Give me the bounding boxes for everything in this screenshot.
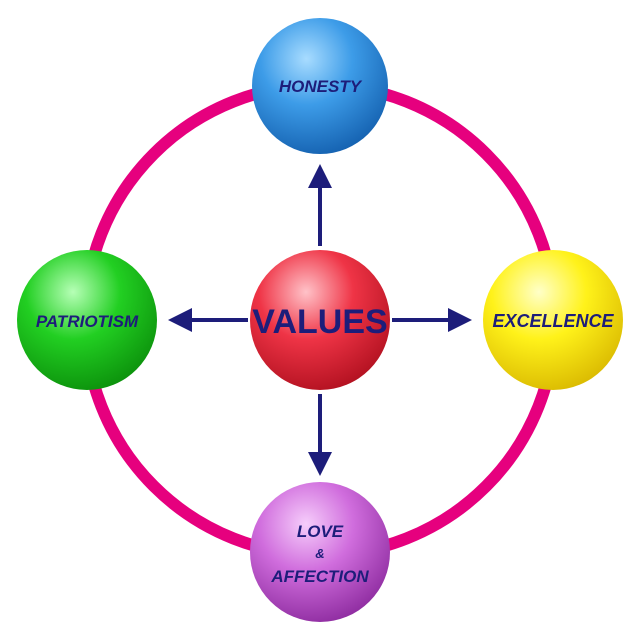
node-love-line2: & (315, 546, 324, 561)
node-values: VALUES (250, 250, 390, 390)
node-honesty: HONESTY (252, 18, 388, 154)
node-honesty-label: HONESTY (279, 77, 363, 96)
node-patriotism-circle (17, 250, 157, 390)
node-love-affection-circle (250, 482, 390, 622)
node-honesty-circle (252, 18, 388, 154)
node-values-circle (250, 250, 390, 390)
node-excellence: EXCELLENCE (483, 250, 623, 390)
arrows (168, 164, 472, 476)
node-love-line3: AFFECTION (270, 567, 369, 586)
node-excellence-label: EXCELLENCE (492, 311, 614, 331)
node-love-line1: LOVE (297, 522, 344, 541)
node-values-label: VALUES (252, 303, 387, 341)
node-patriotism-label: PATRIOTISM (36, 312, 139, 331)
node-love-affection: LOVE & AFFECTION (250, 482, 390, 622)
node-excellence-circle (483, 250, 623, 390)
node-patriotism: PATRIOTISM (17, 250, 157, 390)
